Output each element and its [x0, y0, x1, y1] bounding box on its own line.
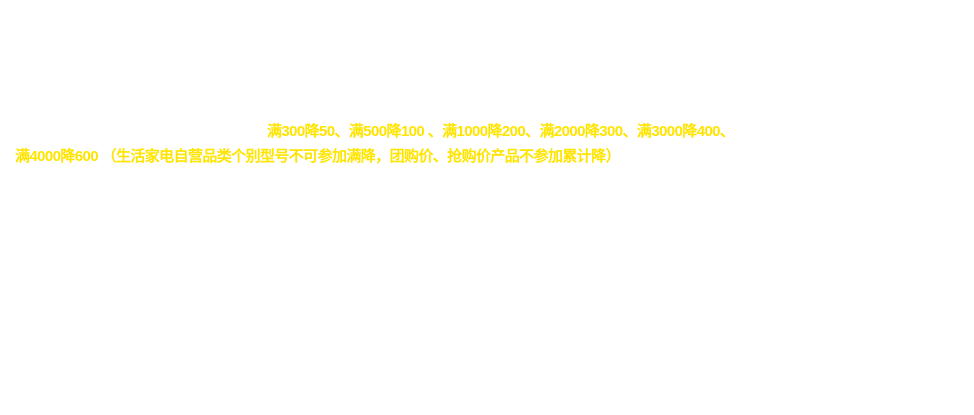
promotion-terms-line: 满4000降600 （生活家电自营品类个别型号不可参加满降，团购价、抢购价产品不… [15, 148, 621, 165]
promotion-tiers-line: 满300降50、满500降100 、满1000降200、满2000降300、满3… [267, 123, 735, 140]
